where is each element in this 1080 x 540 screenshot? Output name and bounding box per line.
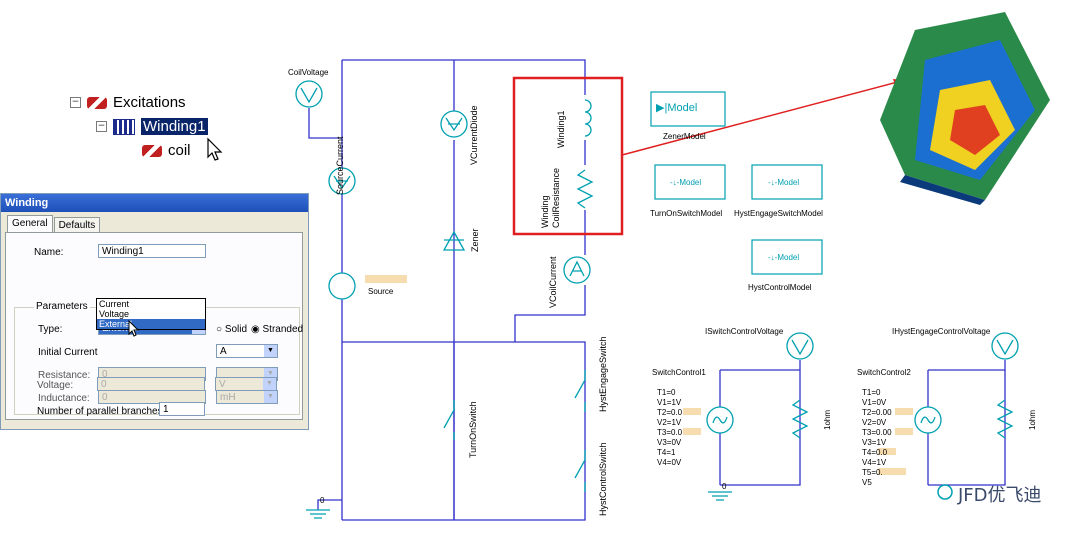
inductance-unit: mH [220,392,236,403]
sc1-param: V3=0V [657,438,682,447]
stranded-label: Stranded [262,324,304,335]
solid-radio[interactable]: ○ Solid [216,324,248,335]
name-label: Name: [34,247,64,258]
sc2-param: T1=0 [862,388,881,397]
label-coil-voltage: CoilVoltage [288,68,329,77]
sc2-param: T4=0.0 [862,448,888,457]
tree-label-winding1: Winding1 [141,118,208,135]
type-label: Type: [38,324,63,335]
tree-label-coil: coil [168,142,191,159]
sc1-param: V4=0V [657,458,682,467]
label-hyst-engage-switch-model: HystEngageSwitchModel [734,209,823,218]
sc2-param: T2=0.00 [862,408,892,417]
label-winding: Winding [540,195,550,228]
sc2-param: V4=1V [862,458,887,467]
name-field[interactable]: Winding1 [98,244,206,258]
hyst-engage-model-box-label: -↓-Model [768,178,800,187]
label-1ohm-b: 1ohm [1028,409,1037,430]
sc1-param: T4=1 [657,448,676,457]
label-hyst-engage-switch: HystEngageSwitch [598,336,608,412]
type-option-current[interactable]: Current [99,299,130,309]
stranded-radio[interactable]: ◉ Stranded [251,324,304,335]
sc1-param: T1=0 [657,388,676,397]
solid-label: Solid [224,324,248,335]
parameters-label: Parameters [34,301,90,312]
initial-current-unit-select[interactable]: A ▼ [216,344,278,358]
label-i-switch-control-voltage: ISwitchControlVoltage [705,327,784,336]
label-source-current: SourceCurrent [335,136,345,195]
watermark: JFD优飞迪 [958,485,1042,506]
sc2-param: V5 [862,478,872,487]
sc2-param-list: T1=0 V1=0V T2=0.00 V2=0V T3=0.00 V3=1V T… [862,388,892,488]
label-turn-on-switch: TurnOnSwitch [468,401,478,458]
excitation-icon [87,96,107,109]
label-hyst-control-model: HystControlModel [748,283,812,292]
label-zener: Zener [470,228,480,252]
label-1ohm-a: 1ohm [823,409,832,430]
tree-item-coil[interactable]: coil [142,142,191,159]
label-zener-model: ZenerModel [663,132,706,141]
label-ground-zero: 0 [320,496,325,505]
label-switch-control2: SwitchControl2 [857,368,911,377]
type-dropdown-list: Current Voltage External [96,298,206,330]
branches-field[interactable]: 1 [159,402,205,416]
label-hyst-control-switch: HystControlSwitch [598,442,608,516]
dialog-tabs: General Defaults [7,215,101,235]
label-switch-control1: SwitchControl1 [652,368,706,377]
initial-current-unit: A [220,346,227,357]
type-option-voltage[interactable]: Voltage [99,309,130,319]
chevron-down-icon[interactable]: ▼ [264,391,277,403]
sc1-param: T2=0.0 [657,408,683,417]
chevron-down-icon[interactable]: ▼ [263,378,276,390]
voltage-unit: V [219,379,226,390]
winding-icon [113,118,135,135]
type-option-external[interactable]: External [97,319,205,329]
tab-general[interactable]: General [7,215,53,233]
collapse-icon[interactable]: − [70,97,81,108]
sc2-param: T5=0. [862,468,883,477]
sc1-param: V2=1V [657,418,682,427]
sc2-param: V1=0V [862,398,887,407]
voltage-label: Voltage: [37,380,74,391]
sc2-param: T3=0.00 [862,428,892,437]
coil-icon [142,144,162,157]
tree-item-winding1[interactable]: − Winding1 [96,118,208,135]
tree-label-excitations: Excitations [113,94,186,111]
zener-model-box-label: ▶|Model [656,102,698,114]
label-ground-zero-2: 0 [722,482,727,491]
initial-current-label: Initial Current [38,347,98,358]
hyst-control-model-box-label: -↓-Model [768,253,800,262]
voltage-unit-select[interactable]: V ▼ [215,377,277,391]
branches-label: Number of parallel branches: [37,406,166,417]
label-source: Source [368,287,394,296]
label-turn-on-switch-model: TurnOnSwitchModel [650,209,723,218]
label-v-current-diode: VCurrentDiode [469,105,479,165]
inductance-unit-select[interactable]: mH ▼ [216,390,278,404]
label-winding1: Winding1 [556,110,566,148]
voltage-field[interactable]: 0 [97,377,205,391]
project-tree: − Excitations − Winding1 coil [60,88,240,178]
sc1-param: T3=0.0 [657,428,683,437]
inductance-label: Inductance: [38,393,90,404]
chevron-down-icon[interactable]: ▼ [264,345,277,357]
tab-defaults[interactable]: Defaults [53,217,101,235]
collapse-icon[interactable]: − [96,121,107,132]
turn-on-model-box-label: -↓-Model [670,178,702,187]
label-i-hyst-engage-control-voltage: IHystEngageControlVoltage [892,327,991,336]
resistance-label: Resistance: [38,370,91,381]
sc1-param-list: T1=0 V1=1V T2=0.0 V2=1V T3=0.0 V3=0V T4=… [657,388,682,468]
label-v-coil-current: VCoilCurrent [548,256,558,308]
tree-item-excitations[interactable]: − Excitations [70,94,186,111]
label-coil-resistance: CoilResistance [551,167,561,228]
sc1-param: V1=1V [657,398,682,407]
dialog-title: Winding [1,194,308,212]
sc2-param: V2=0V [862,418,887,427]
sc2-param: V3=1V [862,438,887,447]
